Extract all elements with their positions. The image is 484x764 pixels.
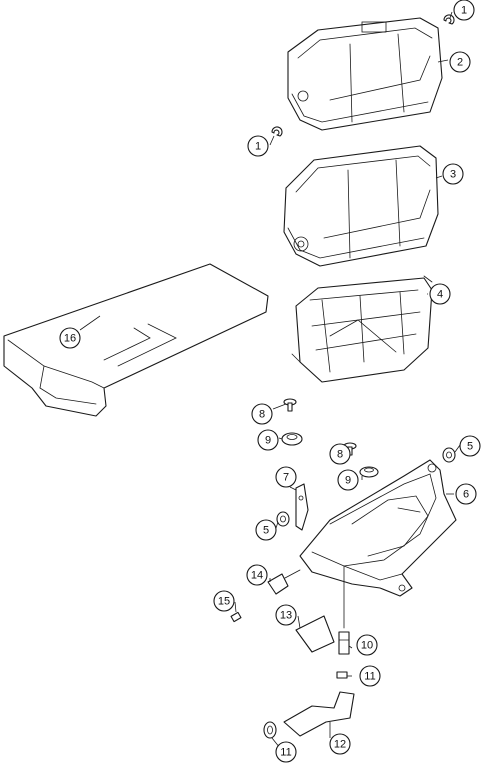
callout-label: 9 [345,475,351,487]
part-airbox-housing [299,459,457,629]
callout-label: 9 [265,435,271,447]
callout-c7: 7 [275,466,297,488]
callout-c1b: 1 [247,135,269,157]
callout-circle [251,403,273,425]
callout-label: 14 [251,570,263,582]
callout-circle [359,665,381,687]
part-clamp-11-lower [263,721,277,739]
part-screw-15 [230,611,242,623]
callout-label: 8 [259,409,265,421]
part-filter-cage [291,275,433,383]
callout-label: 5 [263,525,269,537]
callout-circle [356,634,378,656]
part-air-filter [283,145,439,267]
part-hose-12 [283,691,355,737]
part-grommet-5-right [442,447,456,463]
callout-circle [275,466,297,488]
callout-c4: 4 [429,283,451,305]
callout-c9b: 9 [337,469,359,491]
part-cover-sheet [3,263,269,417]
callout-circle [442,163,464,185]
callout-c11a: 11 [359,665,381,687]
callout-c12: 12 [329,733,351,755]
callout-c6: 6 [455,483,477,505]
callout-c14: 14 [246,564,268,586]
callout-label: 10 [361,640,373,652]
callout-circle [329,733,351,755]
part-sensor-14 [267,569,301,595]
part-sleeve-13 [295,615,335,653]
callout-circle [59,327,81,349]
leader-lines [79,11,461,749]
callout-c16: 16 [59,327,81,349]
callout-circle [246,564,268,586]
callout-label: 13 [280,610,292,622]
callout-label: 7 [283,472,289,484]
callout-c2: 2 [449,51,471,73]
callout-c3: 3 [442,163,464,185]
callout-circle [449,51,471,73]
callout-c13: 13 [275,604,297,626]
part-clamp-11-upper [336,671,348,679]
callout-c8a: 8 [251,403,273,425]
callout-circle [213,590,235,612]
callout-c15: 15 [213,590,235,612]
callout-c5a: 5 [459,435,481,457]
callout-c10: 10 [356,634,378,656]
callout-label: 5 [467,441,473,453]
callout-circle [255,519,277,541]
callout-c11b: 11 [275,741,297,763]
callout-circle [275,741,297,763]
callout-circle [453,0,475,21]
part-grommet-9-left [281,432,303,446]
callout-circle [275,604,297,626]
part-screw-8-left [283,398,297,412]
callout-label: 11 [280,747,291,759]
callout-circle [329,443,351,465]
callout-c9a: 9 [257,429,279,451]
callout-circle [429,283,451,305]
callout-label: 16 [64,333,76,345]
part-airbox-cover [287,17,443,131]
callout-label: 3 [450,169,456,181]
callout-label: 15 [218,596,230,608]
callout-circle [247,135,269,157]
callout-label: 4 [437,289,443,301]
part-clip-top [443,14,455,25]
part-clip-lower [271,126,283,137]
callout-label: 1 [255,141,261,153]
part-bracket-7 [295,483,309,531]
part-drain-plug-10 [338,631,350,655]
callout-circle [455,483,477,505]
callout-label: 1 [461,5,467,17]
callout-label: 8 [337,449,343,461]
callout-label: 6 [463,489,469,501]
callout-c8b: 8 [329,443,351,465]
callout-label: 2 [457,57,463,69]
callout-circle [337,469,359,491]
part-grommet-9-right [359,466,379,478]
callout-label: 11 [364,671,375,683]
callout-label: 12 [334,739,346,751]
part-grommet-5-left [276,511,290,527]
callout-circle [257,429,279,451]
callout-c1a: 1 [453,0,475,21]
callout-circle [459,435,481,457]
callout-c5b: 5 [255,519,277,541]
